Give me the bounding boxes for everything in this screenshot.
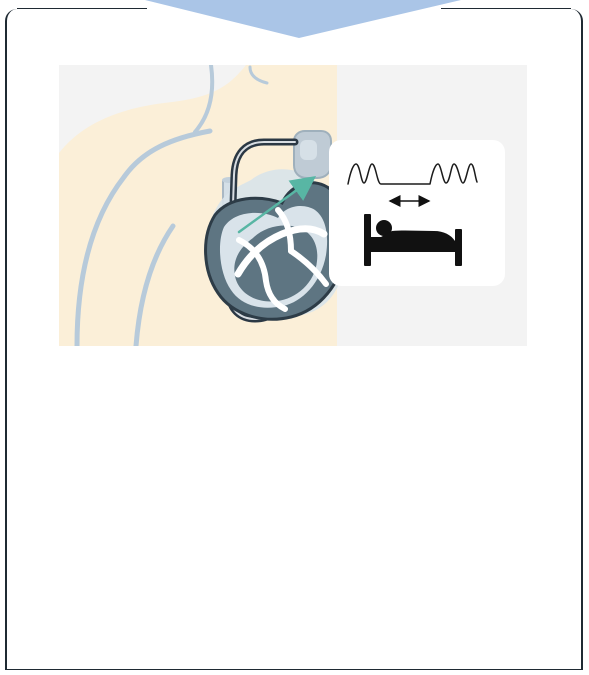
illustration-svg	[59, 65, 527, 346]
pacemaker-device	[294, 131, 331, 178]
cardiac-illustration	[59, 65, 527, 346]
down-arrow-banner	[145, 0, 461, 40]
sleep-info-panel	[329, 140, 505, 286]
